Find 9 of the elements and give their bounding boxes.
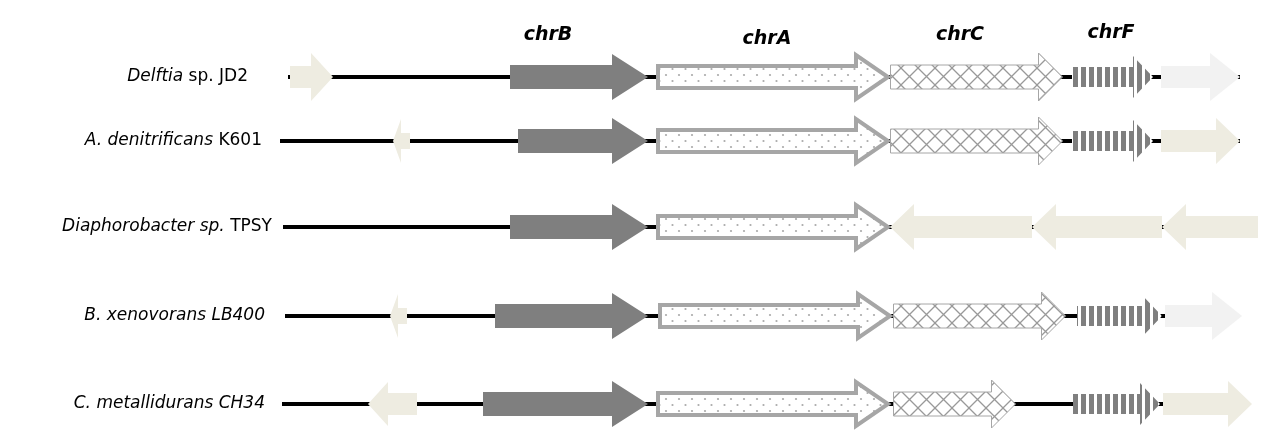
strain-label: C. metallidurans CH34 bbox=[73, 392, 265, 413]
strain-label: Delftia sp. JD2 bbox=[127, 65, 248, 86]
strain-label: Diaphorobacter sp. TPSY bbox=[62, 215, 272, 236]
gene-name: chrC bbox=[934, 22, 986, 45]
strain-label: B. xenovorans LB400 bbox=[84, 304, 265, 325]
gene-name: chrA bbox=[741, 26, 793, 49]
gene-name: chrB bbox=[522, 22, 574, 45]
strain-label: A. denitrificans K601 bbox=[84, 129, 262, 150]
gene-name: chrF bbox=[1086, 20, 1136, 43]
